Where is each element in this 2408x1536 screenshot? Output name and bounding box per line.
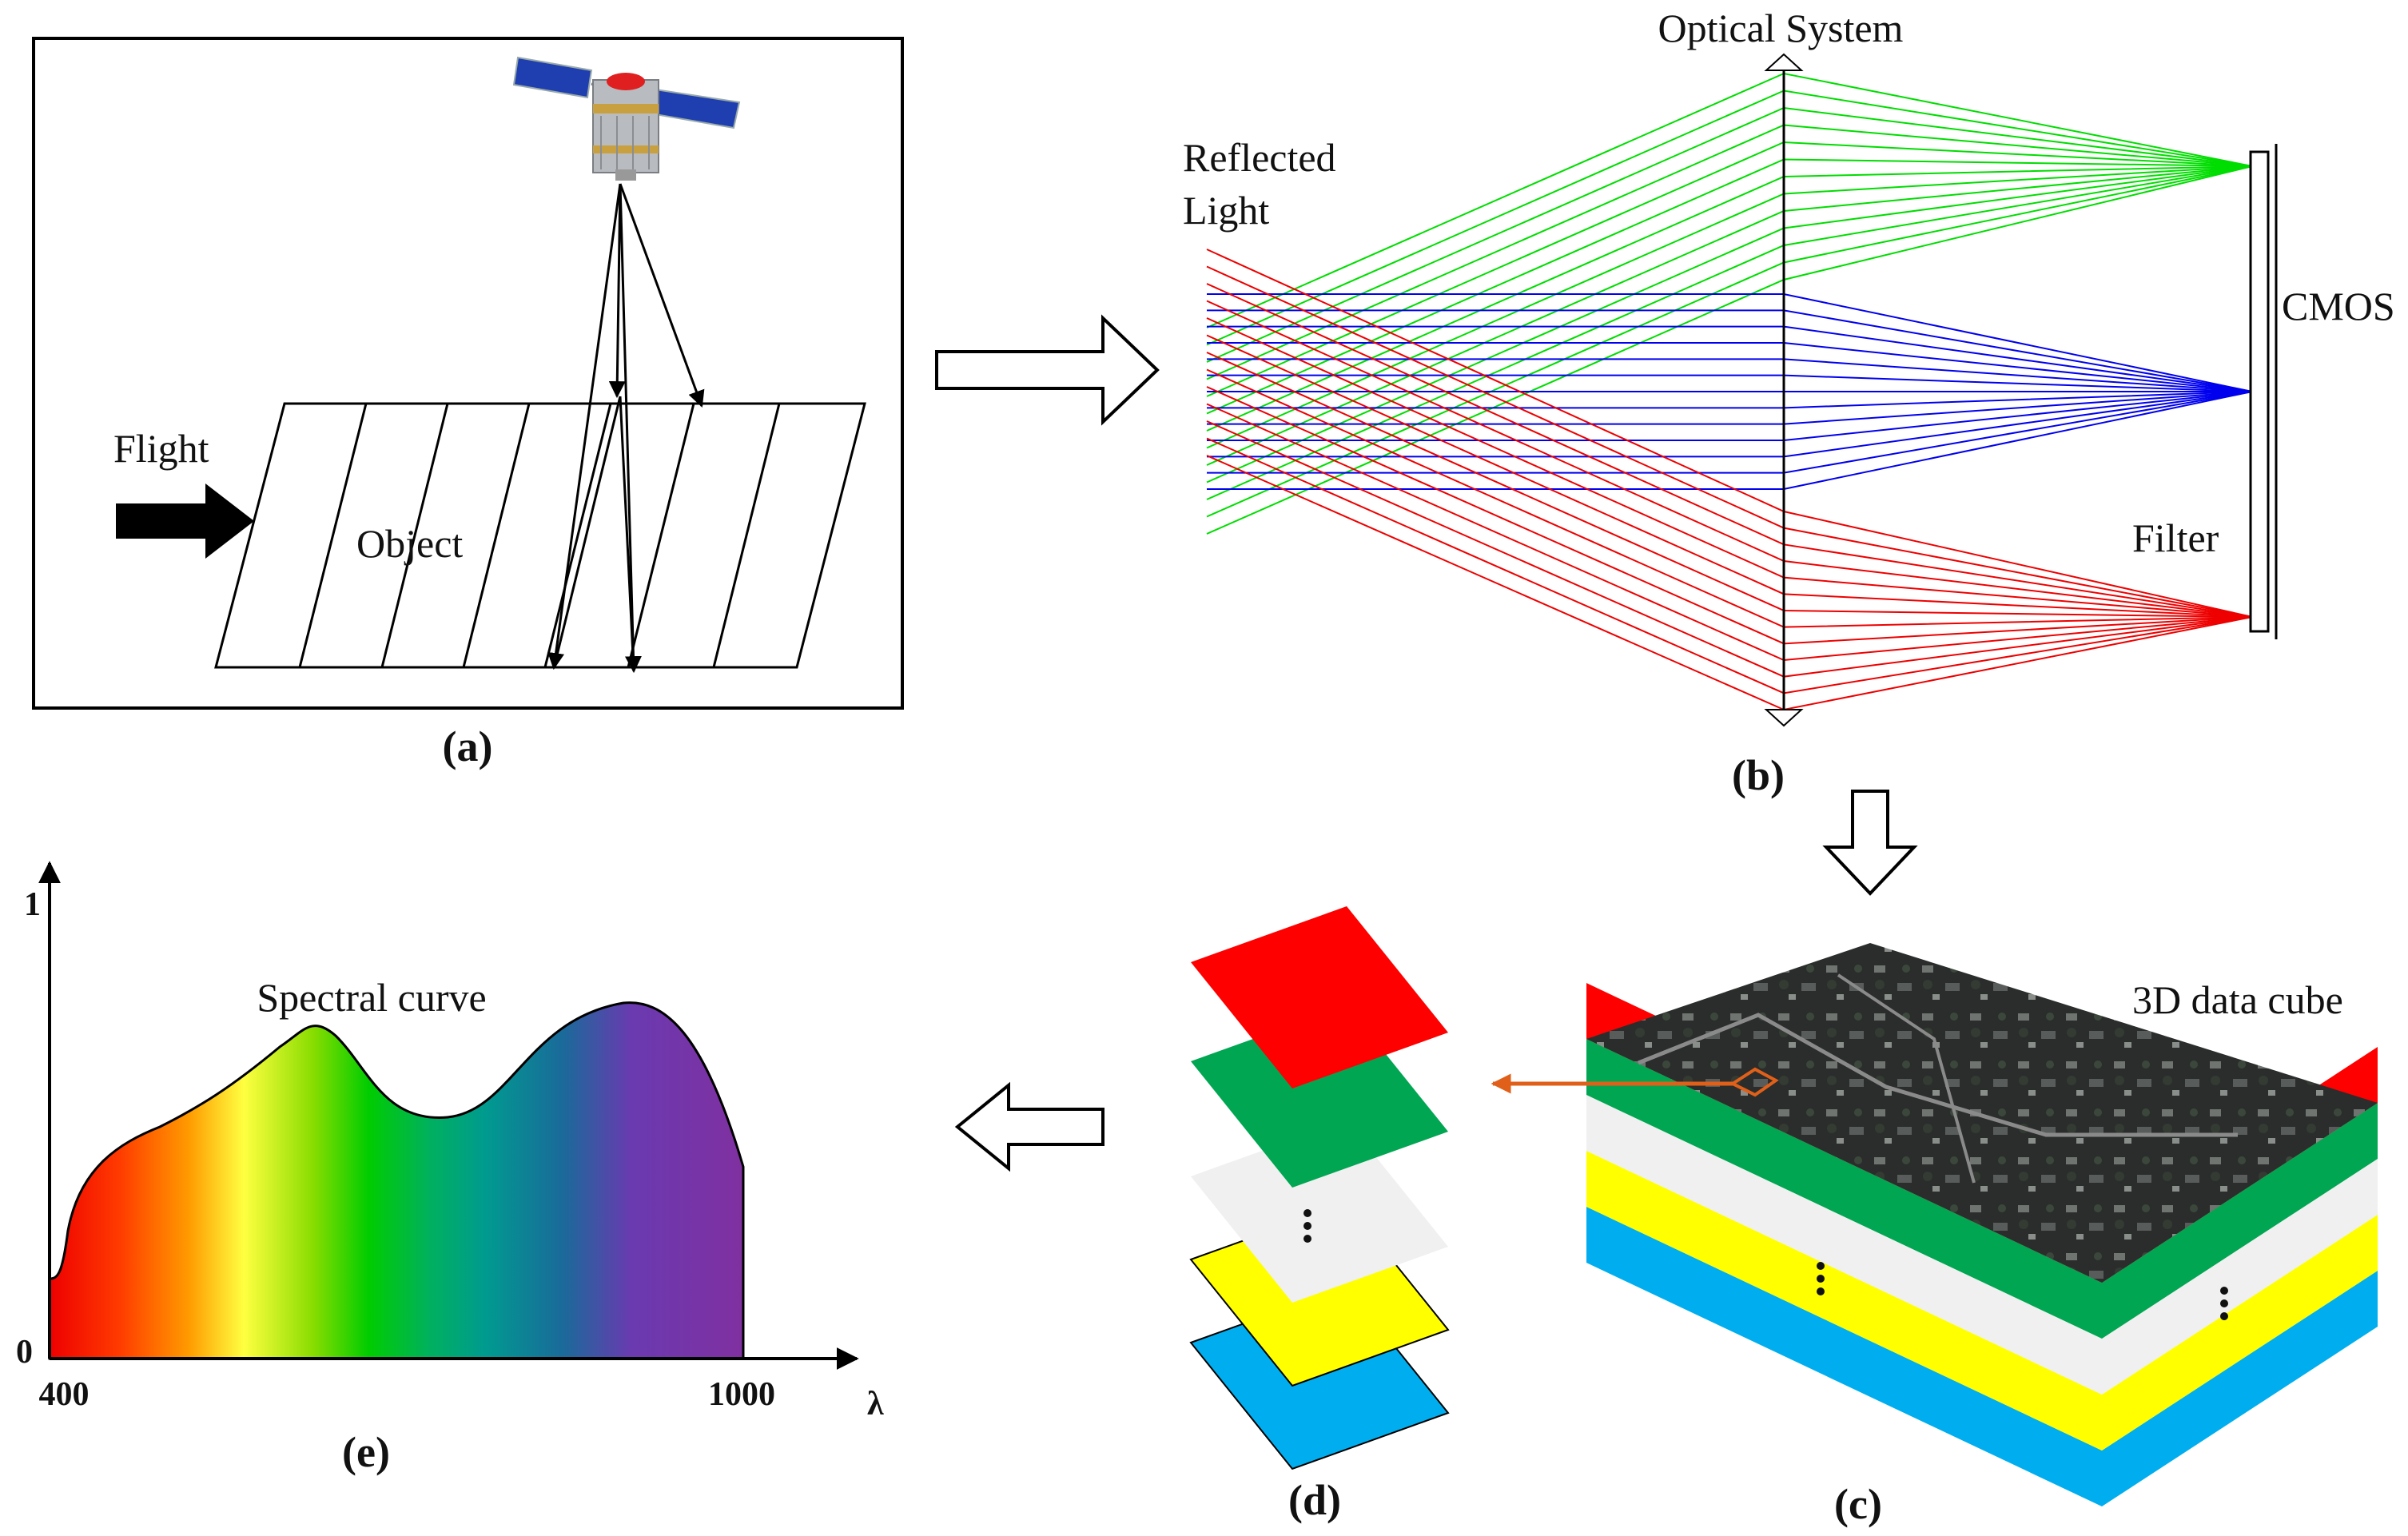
cube-left-layer-3	[1586, 1095, 2102, 1395]
flow-arrow-d-to-e	[954, 1081, 1104, 1172]
caption-d: (d)	[1288, 1476, 1341, 1524]
blue-ray	[1207, 391, 2253, 441]
panel-e: Spectral curve 1 0 400 1000 λ (e)	[16, 861, 884, 1476]
x-axis-end-label: 1000	[708, 1376, 775, 1413]
object-label: Object	[356, 521, 463, 566]
band-layer-1	[1191, 906, 1448, 1088]
red-ray	[1206, 317, 2253, 618]
cube-ellipsis	[1817, 1262, 2228, 1320]
band-ellipsis	[1304, 1209, 1311, 1243]
pixel-selection	[1729, 1067, 1779, 1097]
reflected-light-label-1: Reflected	[1183, 135, 1336, 180]
caption-e: (e)	[342, 1428, 390, 1476]
lens-bottom-arrow	[1764, 709, 1804, 727]
red-ray	[1206, 283, 2253, 618]
cube-right-layer-4	[2102, 1215, 2378, 1450]
beam-arrows	[547, 183, 705, 674]
flow-arrow-a-to-b	[935, 314, 1160, 426]
y-axis-top-label: 1	[24, 886, 41, 923]
caption-a: (a)	[443, 722, 493, 770]
green-ray	[1206, 165, 2253, 535]
spectral-curve	[48, 1001, 745, 1360]
red-ray	[1206, 386, 2253, 645]
panel-a: Flight Object (a)	[32, 37, 904, 770]
caption-b: (b)	[1732, 751, 1785, 799]
red-ray	[1206, 403, 2253, 662]
cube-label: 3D data cube	[2132, 977, 2343, 1022]
cube-right-layer-2	[2102, 1103, 2378, 1339]
cmos-label: CMOS	[2282, 284, 2395, 328]
cube-left-layer-2	[1586, 1039, 2102, 1339]
panel-c: 3D data cube (c)	[1586, 943, 2378, 1528]
cube-left-layer-5	[1586, 1207, 2102, 1506]
red-ray	[1206, 420, 2253, 678]
green-ray	[1206, 165, 2253, 500]
band-layer-2	[1191, 1005, 1448, 1188]
band-layer-3	[1191, 1120, 1448, 1303]
ground-strip	[214, 402, 866, 669]
cube-right-layer-3	[2102, 1159, 2378, 1395]
filter-plate	[2249, 150, 2270, 633]
panel-d: (d)	[1189, 906, 1450, 1524]
red-ray	[1206, 437, 2253, 694]
y-axis-bottom-label: 0	[16, 1334, 33, 1371]
blue-ray	[1207, 342, 2253, 392]
red-ray	[1206, 334, 2253, 618]
panel-b: Optical System Reflected Light CMOS Filt…	[1183, 6, 2395, 799]
cube-right-layer-5	[2102, 1271, 2378, 1506]
flight-arrow	[116, 483, 254, 559]
red-ray	[1206, 455, 2253, 711]
lens-top-arrow	[1764, 53, 1804, 71]
spectral-curve-label: Spectral curve	[257, 975, 486, 1020]
filter-label: Filter	[2132, 515, 2219, 560]
flight-label: Flight	[113, 426, 209, 471]
scan-lines	[298, 403, 781, 668]
blue-ray	[1207, 391, 2253, 474]
optical-system-label: Optical System	[1658, 6, 1904, 50]
ray-bundles	[1206, 72, 2253, 711]
x-axis-start-label: 400	[39, 1376, 90, 1413]
green-ray	[1206, 165, 2253, 466]
red-ray	[1206, 265, 2253, 618]
caption-c: (c)	[1834, 1480, 1882, 1528]
panel-a-frame	[32, 37, 904, 710]
green-ray	[1206, 165, 2253, 483]
reflected-light-label-2: Light	[1183, 188, 1269, 233]
cube-left-layer-4	[1586, 1151, 2102, 1450]
x-axis-symbol: λ	[867, 1386, 884, 1423]
flow-arrow-b-to-c	[1822, 790, 1918, 896]
satellite-icon	[512, 56, 741, 181]
